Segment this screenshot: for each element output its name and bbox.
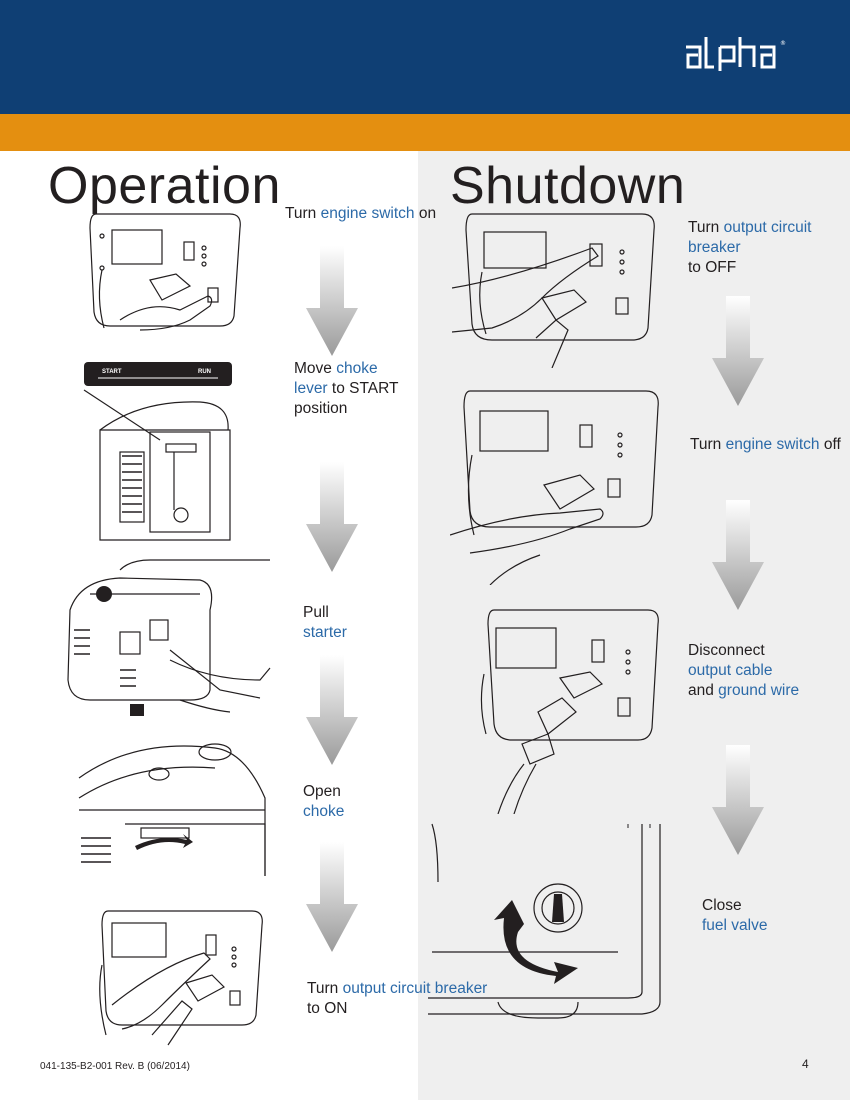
open-choke-illustration <box>78 743 266 876</box>
operation-heading: Operation <box>48 157 281 215</box>
down-arrow-icon <box>712 296 764 406</box>
disconnect-cable-illustration <box>480 609 659 814</box>
shutdown-step-2-text: Turn engine switch off <box>690 436 841 453</box>
choke-start-label: START <box>102 369 122 375</box>
shutdown-panel <box>418 151 850 1100</box>
down-arrow-icon <box>306 462 358 572</box>
control-panel-engine-switch-illustration <box>89 213 241 331</box>
operation-step-5-text: Turn output circuit breaker to ON <box>307 980 488 1017</box>
down-arrow-icon <box>306 246 358 356</box>
down-arrow-icon <box>712 745 764 855</box>
operation-step-4-text: Open choke <box>303 783 345 820</box>
pull-starter-illustration <box>67 559 271 716</box>
choke-lever-illustration: START RUN <box>83 362 232 541</box>
svg-text:®: ® <box>780 40 786 47</box>
control-panel-engine-switch-illustration <box>450 390 659 585</box>
down-arrow-icon <box>306 655 358 765</box>
operation-step-2-text: Move choke lever to START position <box>294 360 399 417</box>
document-id: 041-135-B2-001 Rev. B (06/2014) <box>40 1061 190 1072</box>
shutdown-step-1-text: Turn output circuit breaker to OFF <box>688 219 812 276</box>
down-arrow-icon <box>306 842 358 952</box>
shutdown-step-3-text: Disconnect output cable and ground wire <box>688 642 800 699</box>
shutdown-heading: Shutdown <box>450 157 686 215</box>
alpha-logo: ® <box>686 37 786 71</box>
shutdown-step-4-text: Close fuel valve <box>702 897 768 934</box>
operation-step-3-text: Pull starter <box>303 604 347 641</box>
accent-band <box>0 114 850 151</box>
fuel-valve-illustration <box>428 823 661 1019</box>
control-panel-output-breaker-illustration <box>99 910 263 1046</box>
page-number: 4 <box>802 1057 809 1071</box>
down-arrow-icon <box>712 500 764 610</box>
header-band <box>0 0 850 114</box>
operation-step-1-text: Turn engine switch on <box>285 205 437 222</box>
control-panel-output-breaker-illustration <box>452 213 655 368</box>
choke-run-label: RUN <box>198 369 211 375</box>
